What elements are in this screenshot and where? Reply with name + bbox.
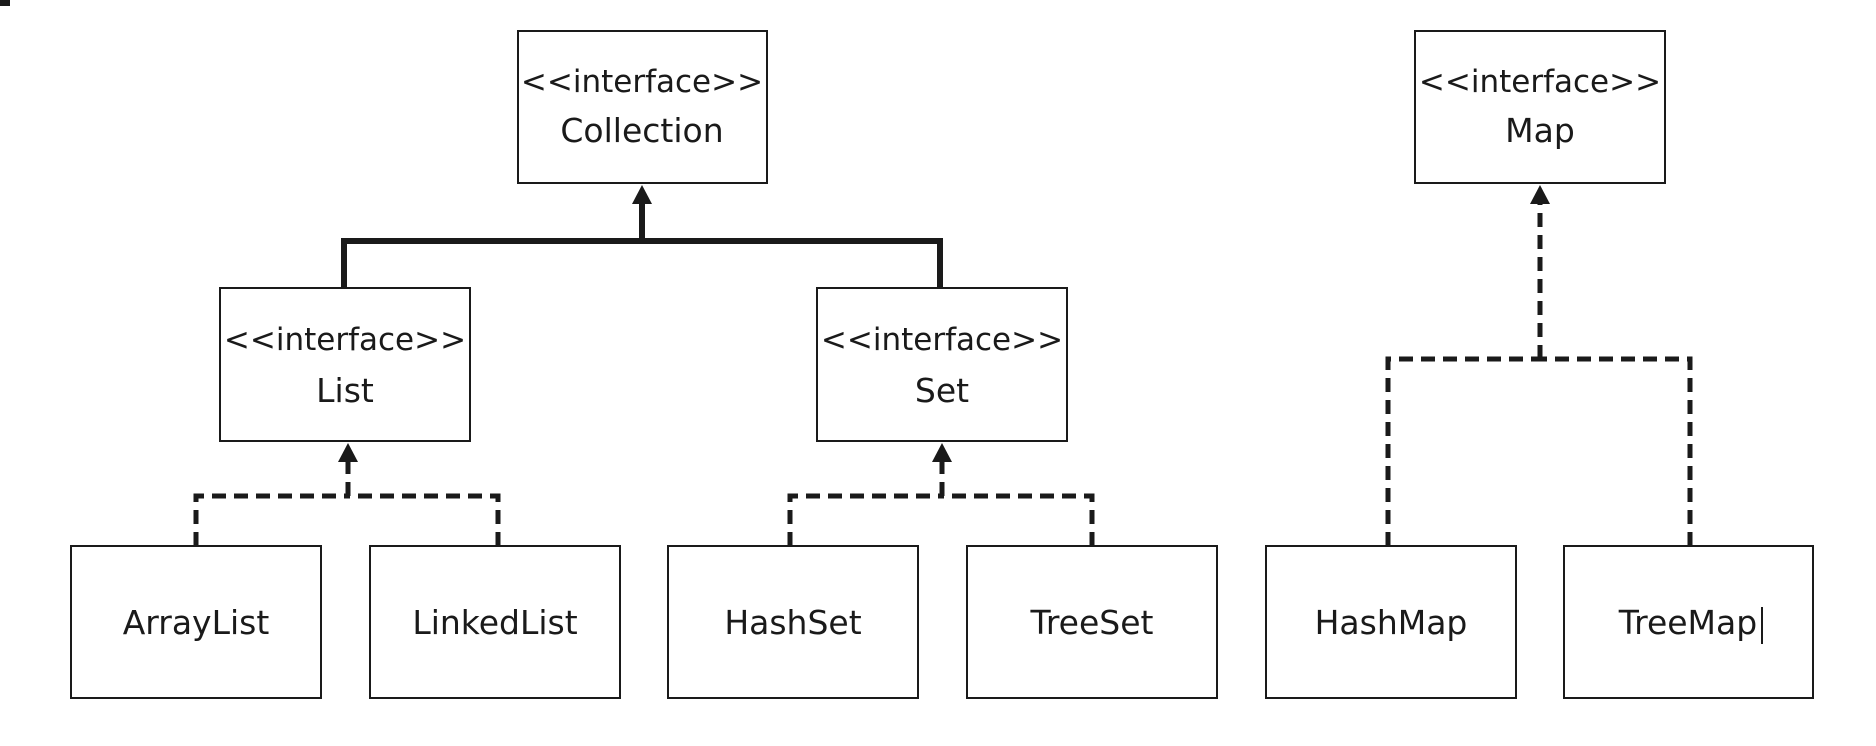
node-name: HashSet [724, 603, 861, 642]
node-name: Collection [560, 111, 723, 150]
arrowhead-map [1530, 185, 1550, 204]
edge-linkedlist-list [348, 493, 501, 546]
edge-hashmap-map [1385, 356, 1540, 546]
node-name: Map [1505, 111, 1575, 150]
node-stereotype: <<interface>> [1419, 64, 1661, 100]
arrowhead-list [338, 443, 358, 462]
node-name: LinkedList [412, 603, 577, 642]
node-name: List [316, 371, 374, 410]
node-arraylist: ArrayList [70, 545, 322, 699]
arrowhead-set [932, 443, 952, 462]
node-stereotype: <<interface>> [224, 322, 466, 358]
edge-arraylist-list [193, 493, 348, 546]
edge-set-collection [642, 238, 943, 287]
arrowhead-collection [632, 185, 652, 204]
node-name: Set [915, 371, 969, 410]
connectors [193, 185, 1693, 546]
edge-hashset-set [787, 493, 942, 546]
node-name: HashMap [1315, 603, 1468, 642]
corner-mark [0, 0, 10, 6]
node-treeset: TreeSet [966, 545, 1218, 699]
node-name: TreeMap [1618, 603, 1757, 642]
node-stereotype: <<interface>> [821, 322, 1063, 358]
node-set: <<interface>> Set [816, 287, 1068, 442]
edge-treemap-map [1540, 356, 1693, 546]
node-hashset: HashSet [667, 545, 919, 699]
node-name: TreeSet [1030, 603, 1154, 642]
node-hashmap: HashMap [1265, 545, 1517, 699]
node-stereotype: <<interface>> [521, 64, 763, 100]
edge-list-collection [341, 238, 642, 287]
node-map: <<interface>> Map [1414, 30, 1666, 184]
node-treemap: TreeMap [1563, 545, 1814, 699]
node-collection: <<interface>> Collection [517, 30, 768, 184]
node-name: ArrayList [123, 603, 270, 642]
node-linkedlist: LinkedList [369, 545, 621, 699]
edge-treeset-set [942, 493, 1095, 546]
node-list: <<interface>> List [219, 287, 471, 442]
